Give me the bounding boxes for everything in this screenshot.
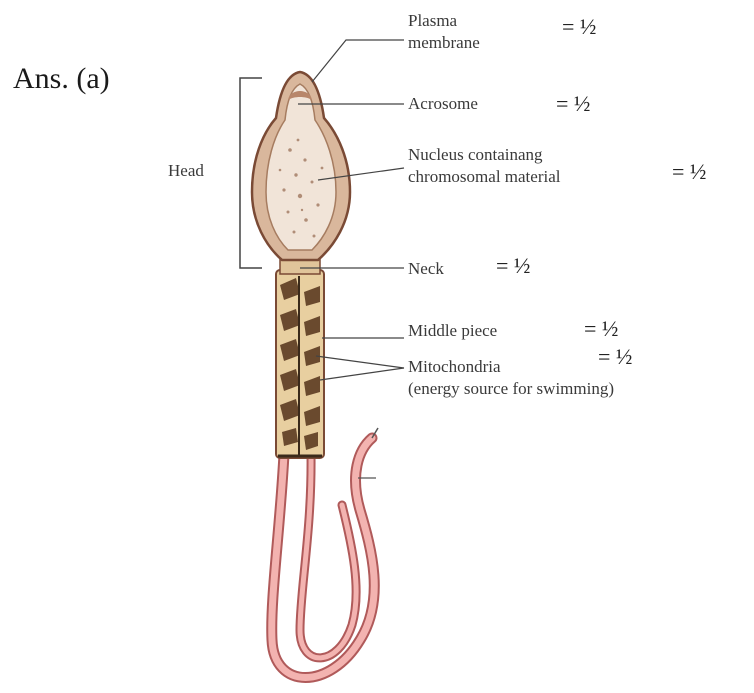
plasma-membrane-mark: = ½ — [562, 14, 596, 40]
nucleus-label-line2: chromosomal material — [408, 166, 560, 188]
middle-piece — [276, 270, 324, 458]
middle-piece-mark: = ½ — [584, 316, 618, 342]
plasma-membrane-label-line1: Plasma — [408, 10, 457, 32]
acrosome-mark: = ½ — [556, 91, 590, 117]
nucleus-mark: = ½ — [672, 159, 706, 185]
neck-label: Neck — [408, 258, 444, 280]
middle-piece-label: Middle piece — [408, 320, 497, 342]
head — [252, 72, 350, 260]
mitochondria-label-line2: (energy source for swimming) — [408, 378, 614, 400]
acrosome-label: Acrosome — [408, 93, 478, 115]
mitochondria-mark: = ½ — [598, 344, 632, 370]
answer-label: Ans. (a) — [13, 62, 110, 96]
neck-mark: = ½ — [496, 253, 530, 279]
tail — [272, 428, 378, 678]
plasma-membrane-label-line2: membrane — [408, 32, 480, 54]
nucleus-label-line1: Nucleus containang — [408, 144, 543, 166]
mitochondria-label-line1: Mitochondria — [408, 356, 501, 378]
head-label: Head — [168, 160, 204, 182]
